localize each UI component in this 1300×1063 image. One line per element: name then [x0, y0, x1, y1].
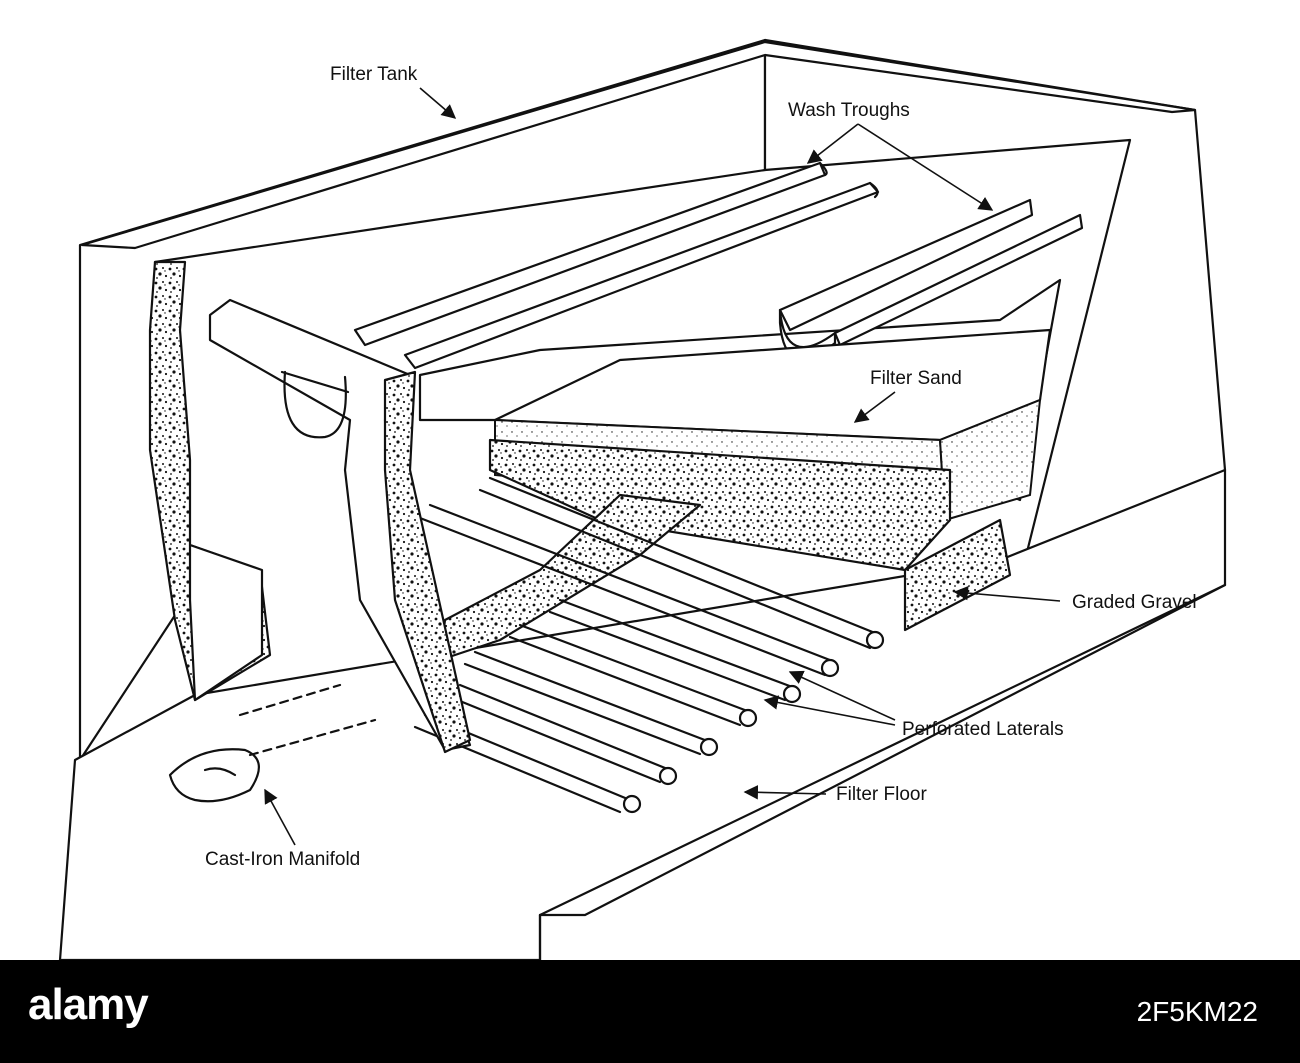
label-perforated-laterals-text: Perforated Laterals: [902, 719, 1064, 740]
perforated-laterals: [413, 476, 885, 814]
label-cast-iron-manifold-text: Cast-Iron Manifold: [205, 849, 360, 870]
alamy-logo: alamy: [28, 980, 149, 1029]
left-wall-step: [188, 543, 264, 702]
cast-iron-manifold: [168, 683, 377, 803]
watermark-banner: alamy 2F5KM22: [0, 960, 1300, 1063]
lateral-pipe: [418, 503, 840, 678]
lateral-pipe: [548, 598, 802, 704]
label-cast-iron-manifold: Cast-Iron Manifold: [205, 788, 360, 870]
label-graded-gravel-text: Graded Gravel: [1072, 592, 1197, 613]
label-filter-sand: Filter Sand: [853, 368, 962, 423]
lateral-pipe: [478, 476, 885, 650]
label-filter-floor-text: Filter Floor: [836, 784, 927, 805]
lateral-pipe: [508, 623, 758, 728]
label-perforated-laterals: Perforated Laterals: [763, 670, 1064, 740]
label-wash-troughs-text: Wash Troughs: [788, 100, 910, 121]
lateral-pipe: [463, 650, 719, 757]
label-filter-floor: Filter Floor: [743, 784, 927, 805]
label-graded-gravel: Graded Gravel: [953, 585, 1197, 613]
label-filter-sand-text: Filter Sand: [870, 368, 962, 389]
lateral-pipe: [448, 683, 678, 786]
graded-gravel-layer: [488, 438, 1012, 632]
image-id: 2F5KM22: [1136, 996, 1258, 1027]
partition-wall: [208, 298, 472, 754]
wash-trough-1: [353, 161, 880, 370]
label-filter-tank-text: Filter Tank: [330, 64, 418, 85]
label-filter-tank: Filter Tank: [330, 64, 457, 119]
label-wash-troughs: Wash Troughs: [788, 100, 994, 211]
filter-tank-diagram: Filter Tank Wash Troughs Filter Sand Gra…: [58, 38, 1227, 960]
